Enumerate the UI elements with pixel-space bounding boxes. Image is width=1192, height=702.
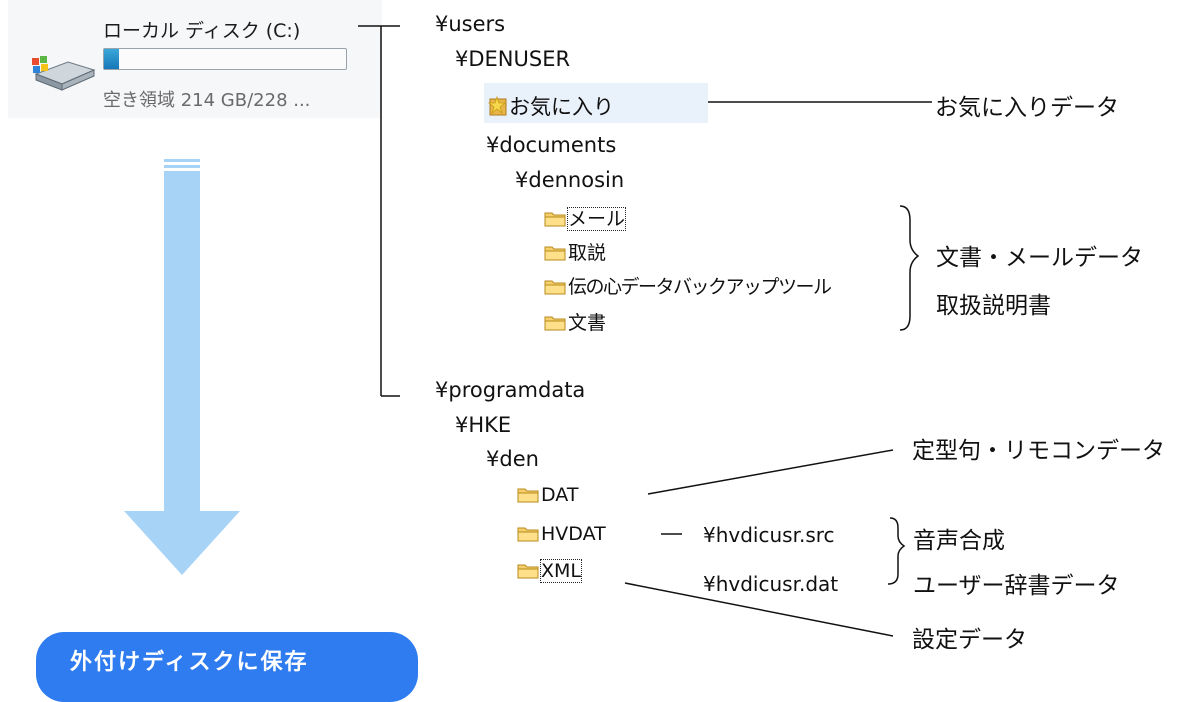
label-settings-data: 設定データ [912,627,1027,653]
label-user-dict: ユーザー辞書データ [913,573,1120,599]
label-phrase-remote: 定型句・リモコンデータ [912,438,1165,464]
path-den: ¥den [486,447,539,471]
folder-icon [544,244,567,261]
file-hvdicusr-dat: ¥hvdicusr.dat [703,572,839,596]
hard-drive-icon [30,52,98,92]
folder-icon [517,525,540,542]
drive-free-space: 空き領域 214 GB/228 ... [103,90,311,111]
down-arrow-icon [122,155,262,585]
folder-docs[interactable]: 文書 [544,308,606,335]
favorites-label: お気に入り [509,95,614,119]
favorites-item[interactable]: お気に入り [487,91,614,121]
folder-dat-label: DAT [541,484,579,506]
favorites-star-folder-icon [487,95,509,117]
folder-icon [544,210,567,227]
folder-dat[interactable]: DAT [517,484,578,506]
folder-backup-tool[interactable]: 伝の心データバックアップツール [544,272,832,299]
file-hvdicusr-src: ¥hvdicusr.src [703,523,835,547]
connector-lines [358,25,932,637]
label-voice-synth: 音声合成 [913,528,1005,554]
drive-usage-bar [103,48,347,70]
folder-hvdat-label: HVDAT [541,523,606,545]
label-manual-book: 取扱説明書 [936,293,1051,319]
path-users: ¥users [435,12,506,36]
folder-manual-label: 取説 [568,242,607,264]
folder-mail-label: メール [566,207,627,231]
folder-xml-label: XML [540,559,582,583]
folder-mail[interactable]: メール [544,204,627,231]
path-dennosin: ¥dennosin [515,168,625,192]
folder-xml[interactable]: XML [517,559,582,583]
label-doc-mail-data: 文書・メールデータ [936,245,1143,271]
drive-usage-fill [104,49,119,69]
path-documents: ¥documents [486,133,617,157]
folder-icon [517,562,540,579]
folder-manual[interactable]: 取説 [544,238,606,265]
folder-hvdat[interactable]: HVDAT [517,523,606,545]
path-hke: ¥HKE [455,413,512,437]
folder-icon [544,314,567,331]
folder-icon [517,486,540,503]
folder-backup-tool-label: 伝の心データバックアップツール [568,276,832,298]
path-denuser: ¥DENUSER [455,47,571,71]
drive-name: ローカル ディスク (C:) [103,20,301,42]
path-programdata: ¥programdata [435,378,586,402]
folder-docs-label: 文書 [568,312,607,334]
favorites-highlight [484,83,708,123]
folder-icon [544,278,567,295]
label-favorites-data: お気に入りデータ [935,95,1119,121]
